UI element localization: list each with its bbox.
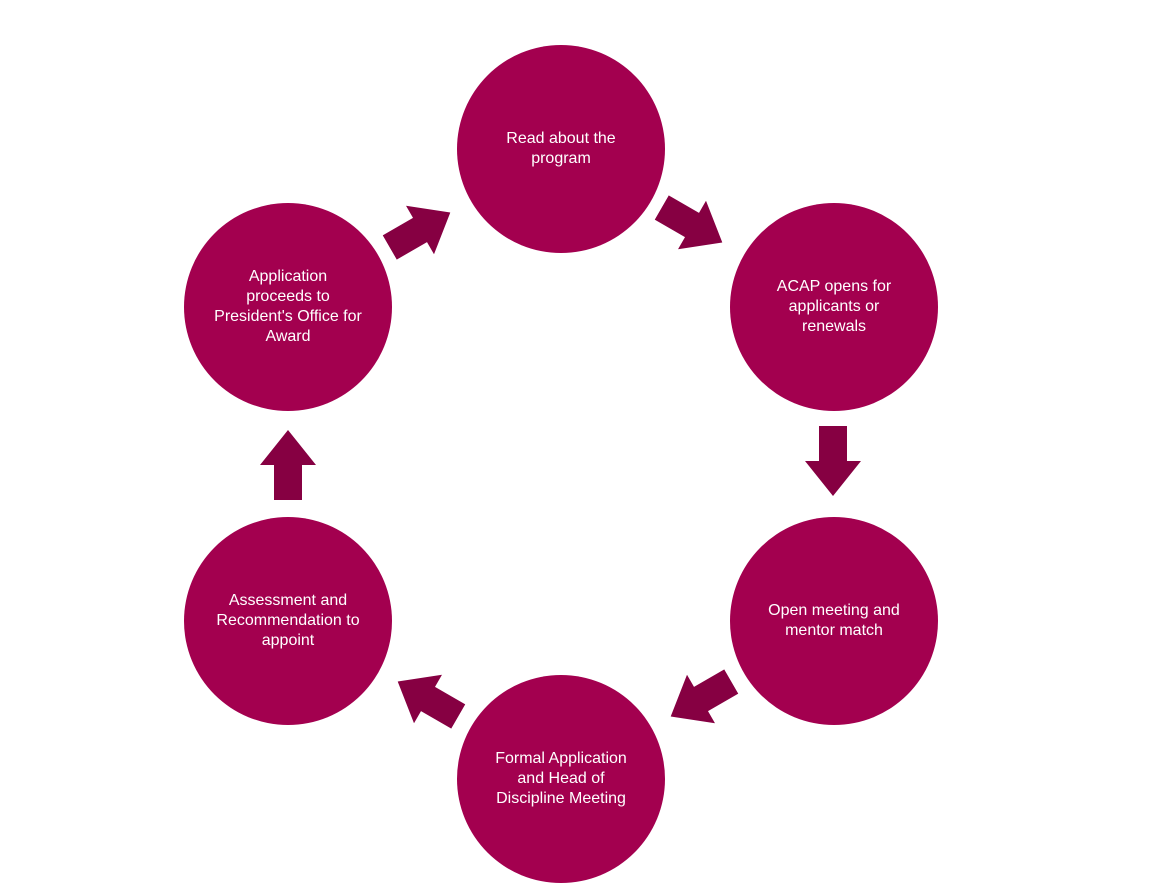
cycle-diagram: Read about the program ACAP opens for ap… [184, 45, 938, 883]
step-node-presidents-office: Application proceeds to President's Offi… [184, 203, 392, 411]
step-node-formal-application: Formal Application and Head of Disciplin… [457, 675, 665, 883]
step-label: Open meeting and mentor match [768, 602, 900, 639]
step-label: Application proceeds to President's Offi… [214, 268, 362, 345]
step-label: ACAP opens for applicants or renewals [776, 278, 892, 335]
step-node-read-about-program: Read about the program [457, 45, 665, 253]
step-label: Assessment and Recommendation to appoint [216, 592, 360, 649]
flow-arrow-icon [260, 430, 316, 500]
step-label: Read about the program [506, 130, 616, 167]
flow-arrow-icon [384, 657, 473, 740]
flow-arrow-icon [805, 426, 861, 496]
flow-arrow-icon [648, 183, 737, 266]
step-label: Formal Application and Head of Disciplin… [495, 750, 627, 807]
step-node-acap-opens: ACAP opens for applicants or renewals [730, 203, 938, 411]
flow-arrow-icon [657, 657, 746, 740]
flow-arrow-icon [376, 188, 465, 271]
step-node-assessment: Assessment and Recommendation to appoint [184, 517, 392, 725]
step-node-open-meeting: Open meeting and mentor match [730, 517, 938, 725]
